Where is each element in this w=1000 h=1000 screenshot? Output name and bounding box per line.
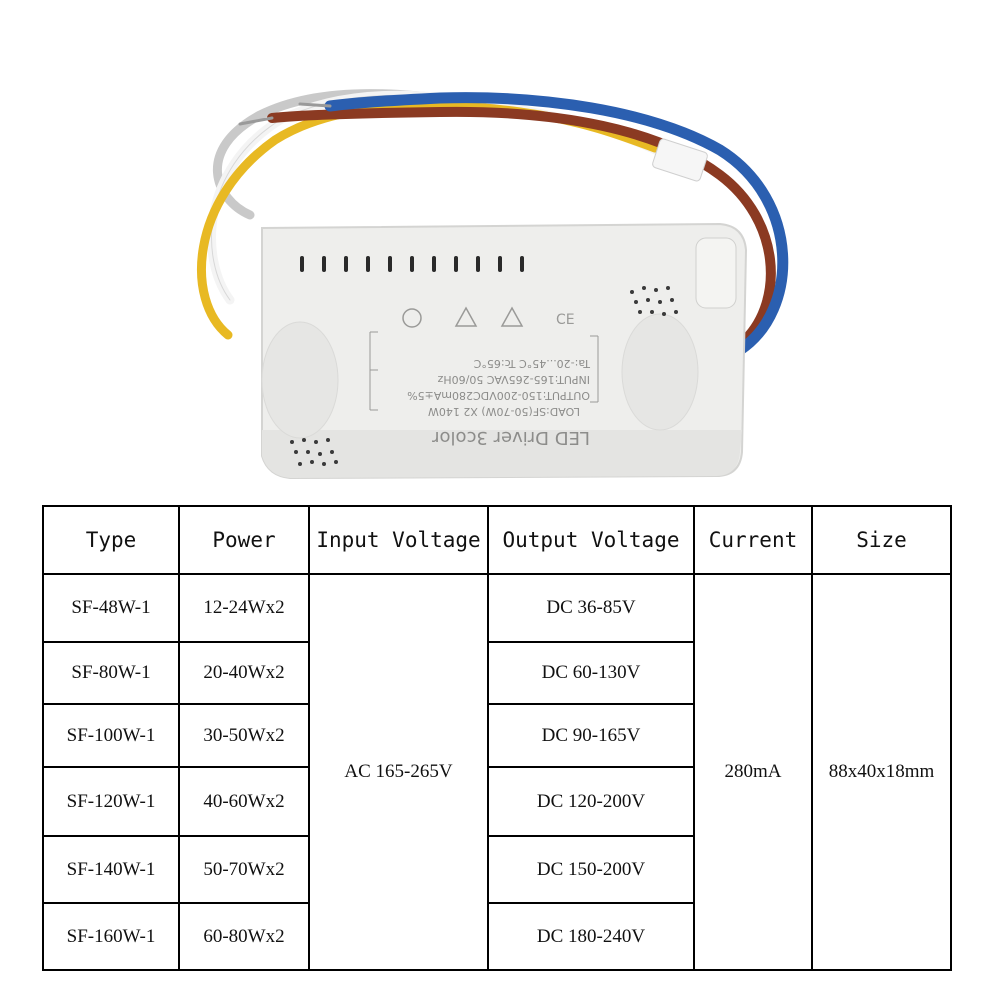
cell-type: SF-48W-1: [42, 573, 180, 643]
header-output-voltage: Output Voltage: [487, 505, 695, 575]
cable-clamp: [695, 237, 737, 309]
header-type: Type: [42, 505, 180, 575]
cell-power: 12-24Wx2: [178, 573, 310, 643]
cell-type: SF-100W-1: [42, 703, 180, 768]
product-photo: CE LOAD:SF(50-70W) X2 140W OUTPUT:150-20…: [0, 0, 1000, 495]
certification-marks: [402, 306, 524, 328]
cell-power: 40-60Wx2: [178, 766, 310, 837]
cell-output-voltage: DC 180-240V: [487, 902, 695, 971]
cell-output-voltage: DC 60-130V: [487, 641, 695, 705]
table-row: SF-140W-1 50-70Wx2 DC 150-200V: [42, 835, 951, 904]
vent-holes-left: [290, 438, 338, 466]
led-driver-illustration: CE LOAD:SF(50-70W) X2 140W OUTPUT:150-20…: [197, 89, 789, 480]
table-header-row: Type Power Input Voltage Output Voltage …: [42, 505, 952, 575]
header-size: Size: [811, 505, 952, 575]
connector-plug: [652, 138, 708, 182]
cell-size: 88x40x18mm: [811, 573, 952, 971]
header-input-voltage: Input Voltage: [308, 505, 489, 575]
table-row: SF-120W-1 40-60Wx2 DC 120-200V: [42, 766, 951, 837]
cell-power: 20-40Wx2: [178, 641, 310, 705]
cell-input-voltage: AC 165-265V: [308, 573, 489, 971]
case-label: LOAD:SF(50-70W) X2 140W OUTPUT:150-200VD…: [407, 357, 591, 448]
wire-blue: [324, 92, 789, 356]
mount-boss-left: [261, 321, 339, 439]
wire-brown: [267, 106, 776, 345]
cell-type: SF-80W-1: [42, 641, 180, 705]
wire-tip: [238, 116, 274, 126]
wire-bundle: [197, 89, 789, 356]
cell-type: SF-140W-1: [42, 835, 180, 904]
product-name-label: LED Driver 3color: [432, 427, 590, 448]
mount-boss-right: [621, 313, 699, 431]
driver-case: CE LOAD:SF(50-70W) X2 140W OUTPUT:150-20…: [261, 222, 748, 480]
vent-slots: [300, 256, 524, 272]
cell-power: 60-80Wx2: [178, 902, 310, 971]
cell-type: SF-120W-1: [42, 766, 180, 837]
cert-mark-circle-icon: [402, 308, 422, 328]
cell-output-voltage: DC 36-85V: [487, 573, 695, 643]
case-shadow: [262, 430, 742, 478]
header-power: Power: [178, 505, 310, 575]
spec-table: Type Power Input Voltage Output Voltage …: [42, 505, 952, 971]
wire-tip-2: [298, 102, 332, 108]
cell-output-voltage: DC 90-165V: [487, 703, 695, 768]
ce-mark: CE: [556, 312, 575, 328]
table-row: SF-160W-1 60-80Wx2 DC 180-240V: [42, 902, 951, 971]
label-line-2: OUTPUT:150-200VDC280mA±5%: [407, 389, 590, 402]
cell-power: 30-50Wx2: [178, 703, 310, 768]
cell-output-voltage: DC 120-200V: [487, 766, 695, 837]
terminal-markings: [369, 331, 599, 411]
label-line-1: LOAD:SF(50-70W) X2 140W: [428, 405, 580, 418]
header-current: Current: [693, 505, 813, 575]
warning-triangle-icon: [454, 306, 478, 327]
f-mark-icon: [500, 306, 524, 327]
vent-holes-right: [630, 286, 678, 316]
table-row: SF-80W-1 20-40Wx2 DC 60-130V: [42, 641, 951, 705]
cell-output-voltage: DC 150-200V: [487, 835, 695, 904]
cell-current: 280mA: [693, 573, 813, 971]
cell-type: SF-160W-1: [42, 902, 180, 971]
label-line-3: INPUT:165-265VAC 50/60Hz: [437, 373, 590, 386]
cell-power: 50-70Wx2: [178, 835, 310, 904]
label-line-4: Ta:-20...45°C Tc:65°C: [473, 357, 591, 370]
table-row: SF-100W-1 30-50Wx2 DC 90-165V: [42, 703, 951, 768]
table-row: SF-48W-1 12-24Wx2 AC 165-265V DC 36-85V …: [42, 573, 952, 971]
